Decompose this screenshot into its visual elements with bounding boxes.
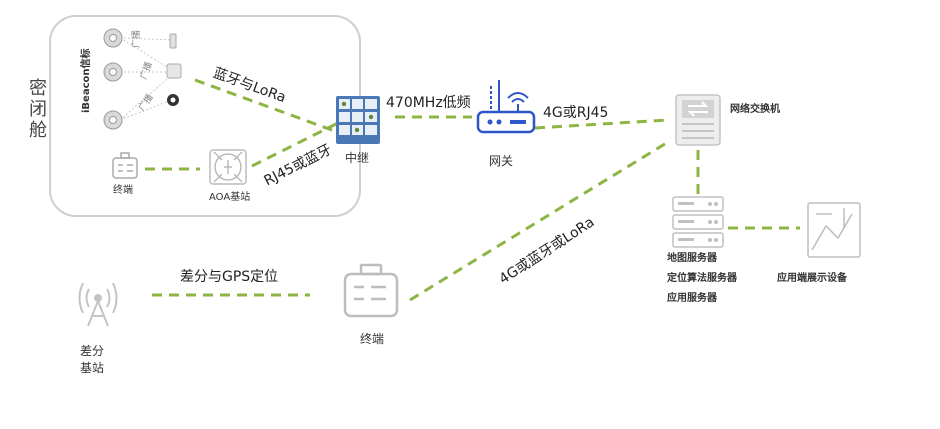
cabin-label-char: 密 xyxy=(29,78,47,99)
cabin-label: 密 闭 舱 xyxy=(28,78,48,141)
diff-station-label-line: 差分 xyxy=(80,344,105,358)
link-terminal-switch xyxy=(409,140,669,302)
gateway-icon xyxy=(476,80,536,134)
broadcast-lines xyxy=(119,37,176,121)
diff-station-label: 差分 基站 xyxy=(80,343,104,377)
diff-station-label-line: 基站 xyxy=(80,361,105,375)
display-device-label: 应用端展示设备 xyxy=(777,273,847,284)
broadcast-label: 广播 xyxy=(132,29,142,48)
relay-label: 中继 xyxy=(345,151,370,165)
switch-label: 网络交换机 xyxy=(730,104,780,115)
beacon-icon xyxy=(103,28,123,130)
relay-icon xyxy=(336,96,380,144)
aoa-station-label: AOA基站 xyxy=(209,192,251,203)
link-lines xyxy=(145,78,800,302)
server-label-application: 应用服务器 xyxy=(667,293,717,304)
display-device-icon xyxy=(807,202,861,258)
server-stack-icon xyxy=(672,196,724,248)
link-gateway-switch xyxy=(534,118,669,130)
link-label-470mhz: 470MHz低频 xyxy=(386,95,471,111)
server-label-map: 地图服务器 xyxy=(667,253,717,264)
diff-station-antenna-icon xyxy=(78,282,118,327)
terminal-small-label: 终端 xyxy=(113,185,133,196)
switch-icon xyxy=(675,94,721,146)
terminal-big-label: 终端 xyxy=(360,332,385,346)
link-label-4g-rj45: 4G或RJ45 xyxy=(543,105,609,121)
cabin-label-char: 舱 xyxy=(29,120,47,141)
aoa-station-icon xyxy=(209,149,247,185)
terminal-small-icon xyxy=(112,152,138,179)
cabin-label-char: 闭 xyxy=(29,99,47,120)
gateway-label: 网关 xyxy=(489,154,514,168)
link-beacon-relay xyxy=(194,78,341,135)
link-label-diff-gps: 差分与GPS定位 xyxy=(180,269,279,285)
cabin-zone-border xyxy=(49,15,361,217)
beacon-label: iBeacon信标 xyxy=(81,48,92,114)
server-label-algorithm: 定位算法服务器 xyxy=(667,273,737,284)
target-device-icon xyxy=(166,33,182,106)
terminal-big-icon xyxy=(343,263,399,318)
